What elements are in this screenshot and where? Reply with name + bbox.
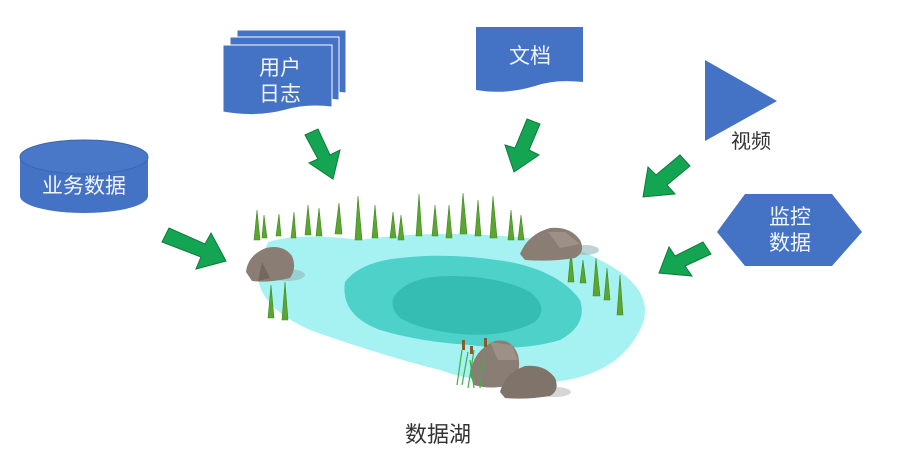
monitoring-line1: 监控 (769, 205, 811, 229)
video-label: 视频 (731, 129, 771, 153)
video-triangle (705, 60, 777, 141)
documents-shape (476, 27, 583, 92)
monitoring-line2: 数据 (769, 231, 811, 255)
arrow-video (642, 154, 691, 198)
monitoring-hexagon (717, 194, 862, 266)
documents-label: 文档 (509, 44, 551, 68)
user-logs-line1: 用户 (259, 56, 301, 80)
data-lake-label: 数据湖 (405, 423, 472, 448)
arrow-business-data (161, 227, 227, 270)
arrow-monitoring (658, 241, 712, 277)
arrow-documents (504, 118, 541, 173)
data-lake-illustration (246, 192, 645, 399)
business-data-cylinder (19, 139, 149, 213)
monitoring-data-label: 监控 数据 (750, 204, 830, 256)
business-data-label: 业务数据 (42, 174, 126, 198)
user-logs-multidoc (222, 29, 347, 116)
user-logs-line2: 日志 (259, 82, 301, 106)
user-logs-label: 用户 日志 (240, 55, 320, 107)
arrow-user-logs (304, 128, 341, 180)
